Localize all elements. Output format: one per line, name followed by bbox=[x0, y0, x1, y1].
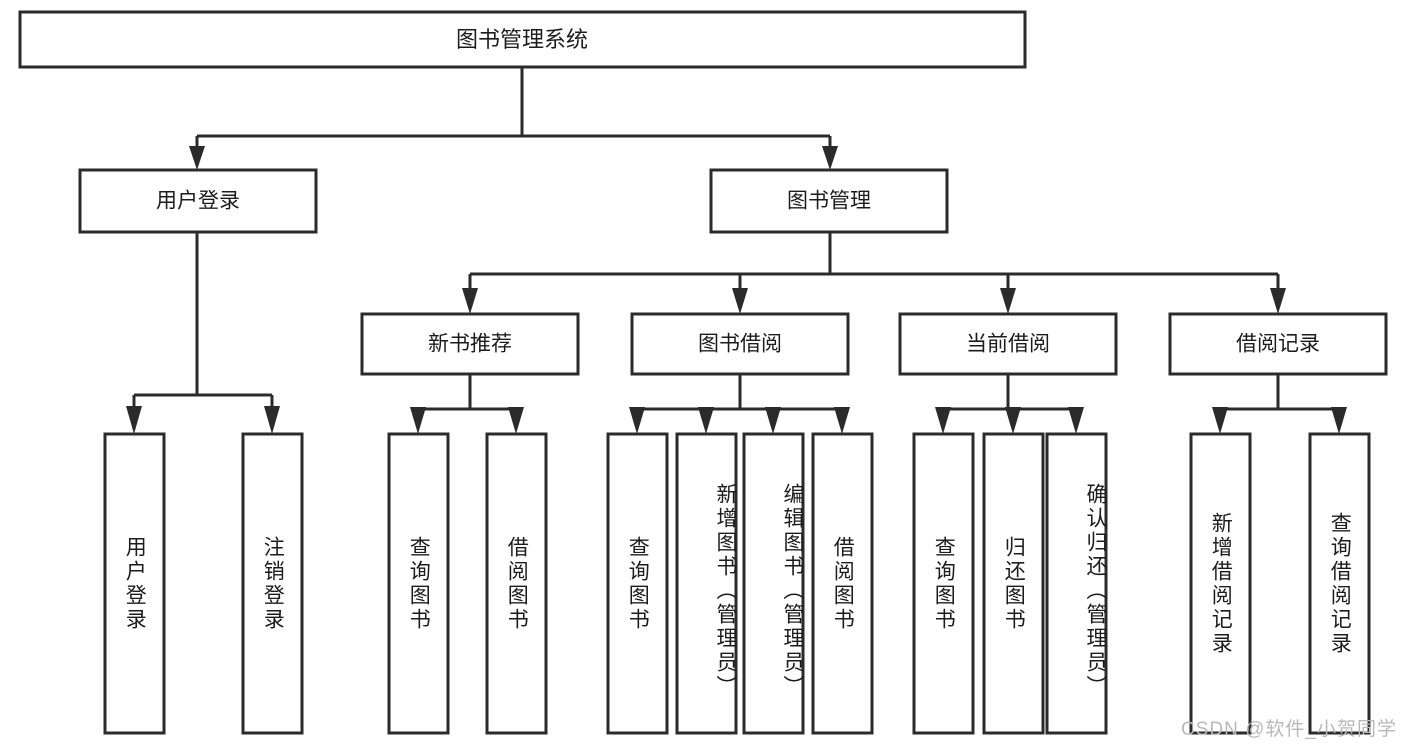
arrowhead-borrow-leaf4 bbox=[834, 407, 850, 434]
node-current-borrow-label: 当前借阅 bbox=[966, 333, 1050, 356]
arrowhead-borrow-leaf3 bbox=[765, 407, 781, 434]
leaf-box-confirm-return[interactable] bbox=[1045, 432, 1108, 735]
arrowhead-record-leaf1 bbox=[1212, 407, 1228, 434]
leaf-box-query-book-3[interactable] bbox=[912, 432, 975, 735]
arrowhead-newbook-leaf2 bbox=[508, 407, 524, 434]
arrowhead-user-login bbox=[189, 146, 205, 170]
node-book-manage-box[interactable] bbox=[709, 168, 949, 234]
node-book-borrow-box[interactable] bbox=[630, 312, 850, 376]
leaf-box-logout[interactable] bbox=[241, 432, 304, 735]
leaf-box-add-record[interactable] bbox=[1189, 432, 1252, 735]
arrowhead-borrow bbox=[732, 288, 748, 314]
node-borrow-record[interactable]: 借阅记录 bbox=[1168, 312, 1388, 376]
arrowhead-newbook bbox=[462, 288, 478, 314]
node-new-book-recommend[interactable]: 新书推荐 bbox=[360, 312, 580, 376]
node-user-login[interactable]: 用户登录 bbox=[78, 168, 318, 234]
node-title[interactable]: 图书管理系统 bbox=[18, 10, 1027, 69]
watermark-text: CSDN @软件_小贺同学 bbox=[1181, 719, 1397, 740]
arrowhead-record-leaf2 bbox=[1331, 407, 1347, 434]
arrowhead-book-manage bbox=[822, 146, 838, 170]
arrowhead-borrow-leaf1 bbox=[629, 407, 645, 434]
leaf-box-borrow-book-1[interactable] bbox=[485, 432, 548, 735]
leaf-box-query-book-1[interactable] bbox=[387, 432, 450, 735]
node-book-manage-label: 图书管理 bbox=[787, 190, 871, 213]
leaf-box-return-book[interactable] bbox=[982, 432, 1045, 735]
arrowhead-borrow-leaf2 bbox=[698, 407, 714, 434]
leaf-box-query-record[interactable] bbox=[1308, 432, 1371, 735]
arrowhead-current-leaf3 bbox=[1068, 407, 1084, 434]
node-book-borrow[interactable]: 图书借阅 bbox=[630, 312, 850, 376]
leaf-box-layer bbox=[103, 432, 1371, 735]
node-user-login-box[interactable] bbox=[78, 168, 318, 234]
node-current-borrow[interactable]: 当前借阅 bbox=[898, 312, 1118, 376]
leaf-box-edit-book[interactable] bbox=[742, 432, 805, 735]
leaf-box-borrow-book-2[interactable] bbox=[811, 432, 874, 735]
leaf-box-query-book-2[interactable] bbox=[606, 432, 669, 735]
node-title-box[interactable] bbox=[18, 10, 1027, 69]
node-book-borrow-label: 图书借阅 bbox=[698, 333, 782, 356]
node-user-login-label: 用户登录 bbox=[156, 190, 240, 213]
node-book-manage[interactable]: 图书管理 bbox=[709, 168, 949, 234]
node-new-book-recommend-box[interactable] bbox=[360, 312, 580, 376]
node-borrow-record-box[interactable] bbox=[1168, 312, 1388, 376]
arrowhead-current-leaf1 bbox=[935, 407, 951, 434]
leaf-box-add-book[interactable] bbox=[675, 432, 738, 735]
node-borrow-record-label: 借阅记录 bbox=[1236, 333, 1320, 356]
arrowhead-leaf-user-login bbox=[126, 406, 142, 434]
node-current-borrow-box[interactable] bbox=[898, 312, 1118, 376]
arrowhead-leaf-logout bbox=[264, 406, 280, 434]
node-new-book-recommend-label: 新书推荐 bbox=[428, 333, 512, 356]
node-title-label: 图书管理系统 bbox=[456, 27, 588, 52]
arrowhead-current-leaf2 bbox=[1005, 407, 1021, 434]
arrowhead-newbook-leaf1 bbox=[410, 407, 426, 434]
connector-layer bbox=[126, 67, 1347, 434]
leaf-box-user-login[interactable] bbox=[103, 432, 166, 735]
arrowhead-current bbox=[1000, 288, 1016, 314]
arrowhead-record bbox=[1270, 288, 1286, 314]
